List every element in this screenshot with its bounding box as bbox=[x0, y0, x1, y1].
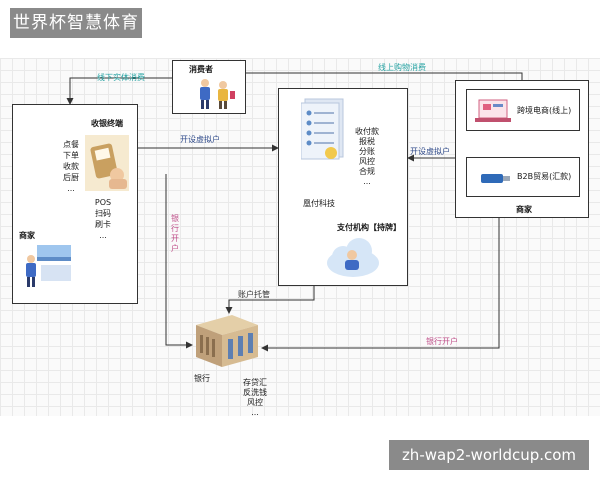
merchant-left-label: 商家 bbox=[19, 231, 35, 240]
function-item: 收付款 bbox=[355, 127, 379, 136]
function-item: 点餐 bbox=[63, 140, 79, 149]
consumer-people-icon bbox=[200, 79, 235, 109]
payment-tech-company: 凰付科技 bbox=[303, 199, 335, 208]
function-item: ... bbox=[67, 184, 75, 193]
edge-label-account-custody: 账户托管 bbox=[238, 290, 270, 299]
b2b-label: B2B贸易(汇款) bbox=[517, 172, 572, 181]
bank-building-icon bbox=[196, 315, 258, 367]
function-item: 收款 bbox=[63, 162, 79, 171]
pos-terminal-icon bbox=[85, 135, 129, 191]
function-item: 下单 bbox=[63, 151, 79, 160]
merchant-left-node: 收银终端 点餐 下单 收款 后厨 ... POS 扫码 刷卡 ... 商家 bbox=[12, 104, 138, 304]
consumer-label: 消费者 bbox=[189, 65, 213, 74]
edge-label-open-virtual-right: 开设虚拟户 bbox=[410, 147, 450, 156]
compliance-document-icon bbox=[301, 98, 344, 160]
bank-label: 银行 bbox=[194, 374, 210, 383]
payment-institution-label: 支付机构【持牌】 bbox=[337, 223, 401, 232]
b2b-box: B2B贸易(汇款) bbox=[466, 157, 580, 197]
payment-tech-functions: 收付款 报税 分账 风控 合规 ... bbox=[351, 127, 383, 187]
pos-item: POS bbox=[94, 198, 112, 207]
pos-methods: POS 扫码 刷卡 ... bbox=[91, 197, 115, 241]
b2b-usb-icon bbox=[481, 174, 510, 183]
edge-offline-consume bbox=[66, 77, 172, 105]
function-item: 存贷汇 bbox=[243, 378, 267, 387]
edge-label-open-virtual-left: 开设虚拟户 bbox=[180, 135, 220, 144]
function-item: 风控 bbox=[359, 157, 375, 166]
edge-bank-account-left bbox=[165, 174, 193, 349]
function-item: 风控 bbox=[247, 398, 263, 407]
function-item: 合规 bbox=[359, 167, 375, 176]
cloud-user-icon bbox=[327, 238, 379, 277]
edge-label-bank-account-left: 银行开户 bbox=[171, 214, 179, 253]
ecommerce-laptop-icon bbox=[475, 99, 511, 122]
function-item: 报税 bbox=[359, 137, 375, 146]
payment-tech-node: 收付款 报税 分账 风控 合规 ... 凰付科技 支付机构【持牌】 bbox=[278, 88, 408, 286]
function-item: ... bbox=[251, 408, 259, 417]
edge-label-online-consume: 线上购物消费 bbox=[378, 63, 426, 72]
consumer-node: 消费者 bbox=[172, 60, 246, 114]
edge-label-bank-account-right: 银行开户 bbox=[426, 337, 458, 346]
merchant-right-label: 商家 bbox=[516, 205, 532, 214]
page-title: 世界杯智慧体育 bbox=[10, 8, 142, 38]
function-item: 分账 bbox=[359, 147, 375, 156]
function-item: 反洗钱 bbox=[243, 388, 267, 397]
source-url-label: zh-wap2-worldcup.com bbox=[389, 440, 589, 470]
function-item: 后厨 bbox=[63, 173, 79, 182]
bank-functions: 存贷汇 反洗钱 风控 ... bbox=[238, 378, 272, 418]
shop-counter-icon bbox=[26, 245, 71, 287]
edge-account-custody bbox=[225, 286, 315, 314]
ecommerce-box: 跨境电商(线上) bbox=[466, 89, 580, 131]
pos-item: ... bbox=[99, 231, 107, 240]
pos-item: 刷卡 bbox=[95, 220, 111, 229]
cashier-terminal-label: 收银终端 bbox=[91, 119, 123, 128]
merchant-left-functions: 点餐 下单 收款 后厨 ... bbox=[63, 139, 79, 194]
pos-item: 扫码 bbox=[95, 209, 111, 218]
ecommerce-label: 跨境电商(线上) bbox=[517, 106, 572, 115]
merchant-right-node: 跨境电商(线上) B2B贸易(汇款) 商家 bbox=[455, 80, 589, 218]
edge-label-offline-consume: 线下实体消费 bbox=[97, 73, 145, 82]
edge-bank-account-right bbox=[261, 218, 500, 352]
function-item: ... bbox=[363, 177, 371, 186]
